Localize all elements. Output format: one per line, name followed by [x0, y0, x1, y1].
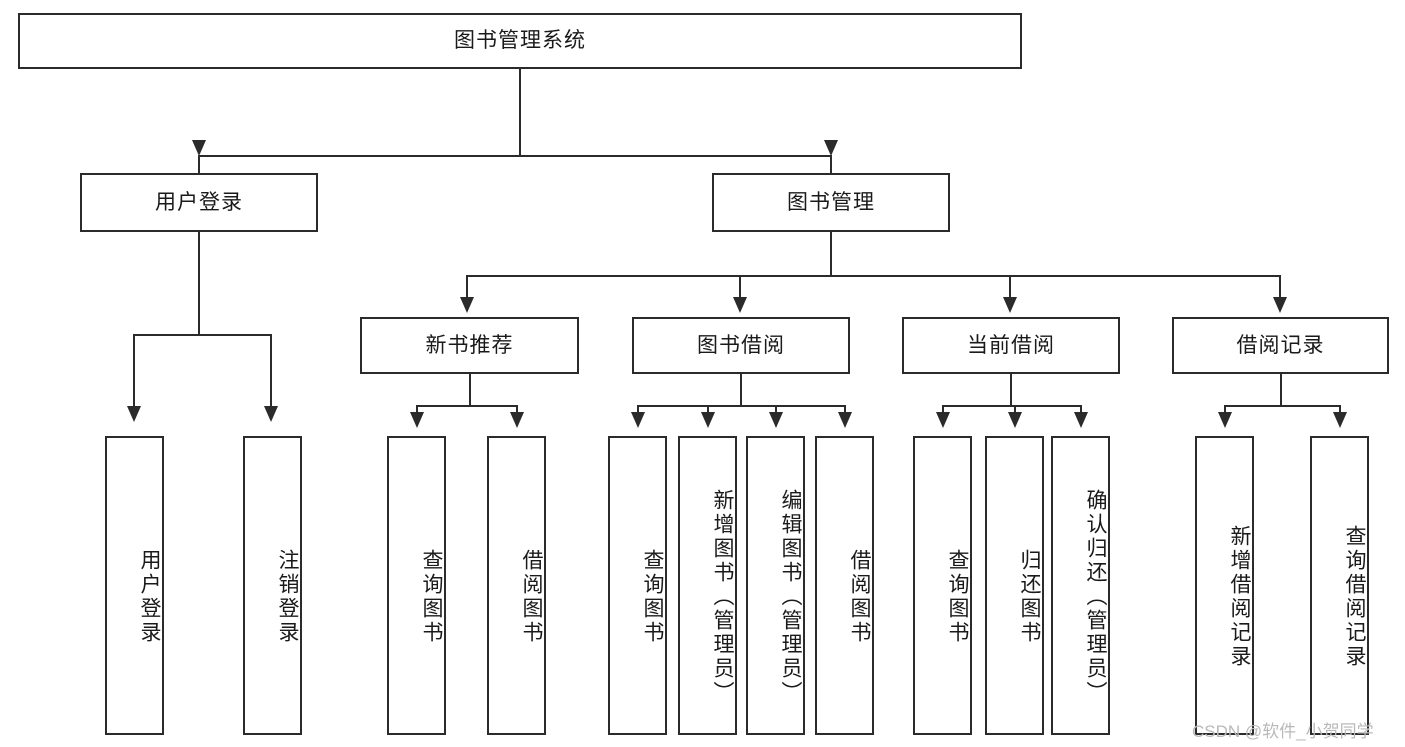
node-new-book-rec-label: 新书推荐	[425, 333, 514, 357]
connector-root-to-login	[198, 155, 200, 175]
connector-manage-stem	[830, 232, 832, 276]
node-leaf-add-book-label: 新增图书（管理员）	[711, 488, 734, 705]
arrow-manage-to-borrow	[733, 297, 747, 313]
arrow-root-to-manage	[824, 140, 838, 156]
connector-manage-bus	[466, 275, 1281, 277]
arrow-manage-to-current	[1003, 297, 1017, 313]
node-book-manage[interactable]: 图书管理	[712, 173, 950, 232]
node-leaf-query-record[interactable]: 查询借阅记录	[1310, 436, 1369, 735]
node-leaf-edit-book-label: 编辑图书（管理员）	[779, 488, 802, 705]
node-leaf-query-book-2-label: 查询图书	[641, 548, 664, 645]
connector-login-b2	[270, 334, 272, 408]
node-root[interactable]: 图书管理系统	[18, 13, 1022, 69]
connector-manage-b1	[466, 275, 468, 298]
arrow-manage-to-newbook	[460, 297, 474, 313]
connector-borrow-b1	[637, 405, 639, 413]
node-leaf-return-book-label: 归还图书	[1018, 548, 1041, 645]
node-leaf-query-book-3-label: 查询图书	[946, 548, 969, 645]
node-leaf-borrow-book-1[interactable]: 借阅图书	[487, 436, 546, 735]
connector-login-b1	[133, 334, 135, 408]
node-book-borrow-label: 图书借阅	[697, 333, 785, 357]
node-leaf-borrow-book-1-label: 借阅图书	[520, 548, 543, 645]
connector-login-stem	[198, 232, 200, 335]
arrow-newbook-leaf-1	[410, 412, 424, 428]
node-borrow-record-label: 借阅记录	[1236, 333, 1325, 357]
node-new-book-rec[interactable]: 新书推荐	[360, 317, 579, 374]
arrow-record-leaf-2	[1333, 412, 1347, 428]
node-leaf-confirm-return-label: 确认归还（管理员）	[1084, 488, 1107, 705]
node-current-borrow-label: 当前借阅	[967, 333, 1055, 357]
connector-manage-b4	[1279, 275, 1281, 298]
arrow-borrow-leaf-2	[701, 412, 715, 428]
node-leaf-query-book-2[interactable]: 查询图书	[608, 436, 667, 735]
connector-borrow-b3	[775, 405, 777, 413]
arrow-borrow-leaf-4	[838, 412, 852, 428]
connector-current-b2	[1014, 405, 1016, 413]
node-leaf-return-book[interactable]: 归还图书	[985, 436, 1044, 735]
connector-record-stem	[1280, 374, 1282, 406]
node-root-label: 图书管理系统	[454, 29, 586, 53]
connector-current-bus	[942, 405, 1081, 407]
node-leaf-add-record[interactable]: 新增借阅记录	[1195, 436, 1254, 735]
connector-record-b2	[1339, 405, 1341, 413]
connector-borrow-b2	[707, 405, 709, 413]
connector-borrow-stem	[740, 374, 742, 406]
arrow-borrow-leaf-3	[769, 412, 783, 428]
connector-manage-b2	[739, 275, 741, 298]
connector-root-to-manage	[830, 155, 832, 175]
connector-current-b3	[1080, 405, 1082, 413]
connector-login-bus	[133, 334, 271, 336]
connector-borrow-bus	[637, 405, 845, 407]
connector-newbook-stem	[469, 374, 471, 406]
connector-root-bus	[198, 155, 832, 157]
node-book-borrow[interactable]: 图书借阅	[632, 317, 850, 374]
node-leaf-add-book[interactable]: 新增图书（管理员）	[678, 436, 737, 735]
connector-borrow-b4	[844, 405, 846, 413]
connector-current-stem	[1010, 374, 1012, 406]
node-leaf-logout[interactable]: 注销登录	[243, 436, 302, 735]
node-user-login-label: 用户登录	[155, 190, 243, 214]
connector-manage-b3	[1009, 275, 1011, 298]
node-borrow-record[interactable]: 借阅记录	[1172, 317, 1389, 374]
node-leaf-confirm-return[interactable]: 确认归还（管理员）	[1051, 436, 1110, 735]
node-leaf-query-book-1-label: 查询图书	[420, 548, 443, 645]
node-leaf-add-record-label: 新增借阅记录	[1228, 524, 1251, 669]
node-leaf-borrow-book-2-label: 借阅图书	[848, 548, 871, 645]
arrow-login-leaf-2	[264, 406, 278, 422]
arrow-newbook-leaf-2	[510, 412, 524, 428]
arrow-login-leaf-1	[127, 406, 141, 422]
connector-record-b1	[1224, 405, 1226, 413]
connector-newbook-b1	[416, 405, 418, 413]
arrow-current-leaf-3	[1074, 412, 1088, 428]
arrow-record-leaf-1	[1218, 412, 1232, 428]
connector-record-bus	[1224, 405, 1340, 407]
node-leaf-borrow-book-2[interactable]: 借阅图书	[815, 436, 874, 735]
node-leaf-query-book-3[interactable]: 查询图书	[913, 436, 972, 735]
node-book-manage-label: 图书管理	[787, 190, 875, 214]
connector-newbook-b2	[516, 405, 518, 413]
node-leaf-query-record-label: 查询借阅记录	[1343, 524, 1366, 669]
arrow-borrow-leaf-1	[631, 412, 645, 428]
arrow-manage-to-record	[1273, 297, 1287, 313]
node-leaf-edit-book[interactable]: 编辑图书（管理员）	[746, 436, 805, 735]
connector-current-b1	[942, 405, 944, 413]
node-current-borrow[interactable]: 当前借阅	[902, 317, 1120, 374]
arrow-root-to-login	[192, 140, 206, 156]
node-user-login[interactable]: 用户登录	[80, 173, 318, 232]
node-leaf-user-login-label: 用户登录	[138, 548, 161, 645]
arrow-current-leaf-2	[1008, 412, 1022, 428]
arrow-current-leaf-1	[936, 412, 950, 428]
node-leaf-user-login[interactable]: 用户登录	[105, 436, 164, 735]
node-leaf-query-book-1[interactable]: 查询图书	[387, 436, 446, 735]
connector-newbook-bus	[416, 405, 517, 407]
node-leaf-logout-label: 注销登录	[276, 548, 299, 645]
connector-root-stem	[519, 69, 521, 156]
